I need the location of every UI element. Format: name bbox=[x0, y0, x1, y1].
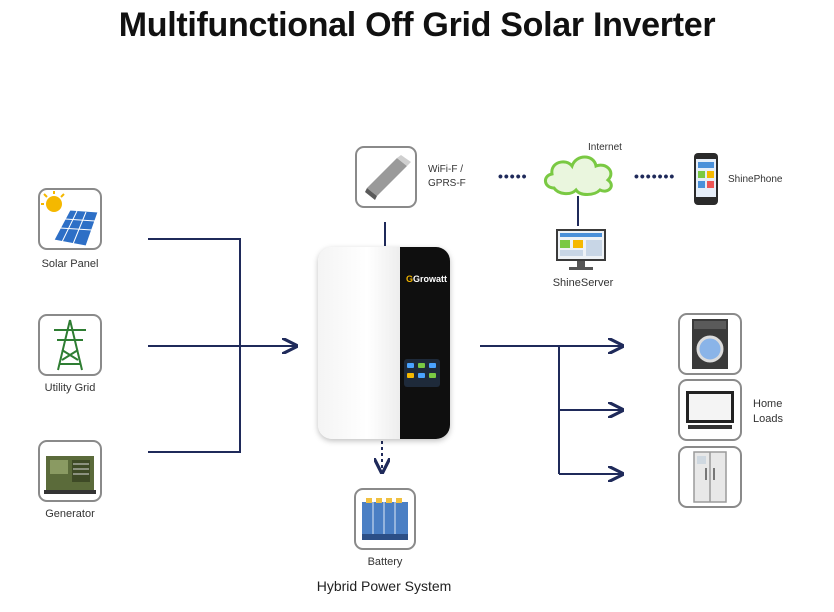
solar-panel-label: Solar Panel bbox=[41, 258, 99, 270]
solar-panel-box bbox=[38, 188, 102, 250]
wifi-dongle-box bbox=[355, 146, 417, 208]
inverter-brand-logo: GGrowatt bbox=[406, 274, 448, 284]
home-loads-label-line2: Loads bbox=[753, 413, 783, 425]
wifi-label-line1: WiFi-F / bbox=[428, 164, 463, 175]
television-box bbox=[678, 379, 742, 441]
utility-grid-box bbox=[38, 314, 102, 376]
inverter-display bbox=[404, 359, 440, 387]
internet-label: Internet bbox=[588, 142, 622, 153]
shinephone-label: ShinePhone bbox=[728, 174, 783, 185]
generator-icon bbox=[44, 456, 96, 494]
internet-to-phone-dots: ••••••• bbox=[634, 168, 676, 184]
utility-grid-tower-icon bbox=[54, 319, 86, 371]
generator-box bbox=[38, 440, 102, 502]
inverter-dark-panel: GGrowatt bbox=[400, 247, 450, 439]
diagram-caption: Hybrid Power System bbox=[316, 578, 452, 594]
battery-label: Battery bbox=[367, 556, 403, 568]
monitor-icon bbox=[556, 229, 606, 270]
battery-box bbox=[354, 488, 416, 550]
wifi-to-internet-dots: ••••• bbox=[498, 168, 528, 184]
solar-panel-icon bbox=[41, 191, 99, 247]
refrigerator-box bbox=[678, 446, 742, 508]
television-icon bbox=[686, 391, 734, 429]
shineserver-label: ShineServer bbox=[552, 277, 614, 289]
diagram-title: Multifunctional Off Grid Solar Inverter bbox=[118, 6, 716, 44]
home-loads-label-line1: Home bbox=[753, 398, 783, 410]
cloud-icon bbox=[544, 155, 613, 196]
battery-icon bbox=[362, 498, 408, 540]
utility-grid-label: Utility Grid bbox=[44, 382, 96, 394]
washing-machine-box bbox=[678, 313, 742, 375]
inverter-front-panel bbox=[318, 247, 400, 439]
smartphone-icon bbox=[694, 153, 718, 205]
inverter-unit: GGrowatt bbox=[318, 247, 450, 439]
refrigerator-icon bbox=[693, 451, 727, 503]
wifi-label-line2: GPRS-F bbox=[428, 178, 466, 189]
wifi-dongle-icon bbox=[365, 155, 411, 200]
generator-label: Generator bbox=[45, 508, 95, 520]
washing-machine-icon bbox=[692, 319, 728, 369]
